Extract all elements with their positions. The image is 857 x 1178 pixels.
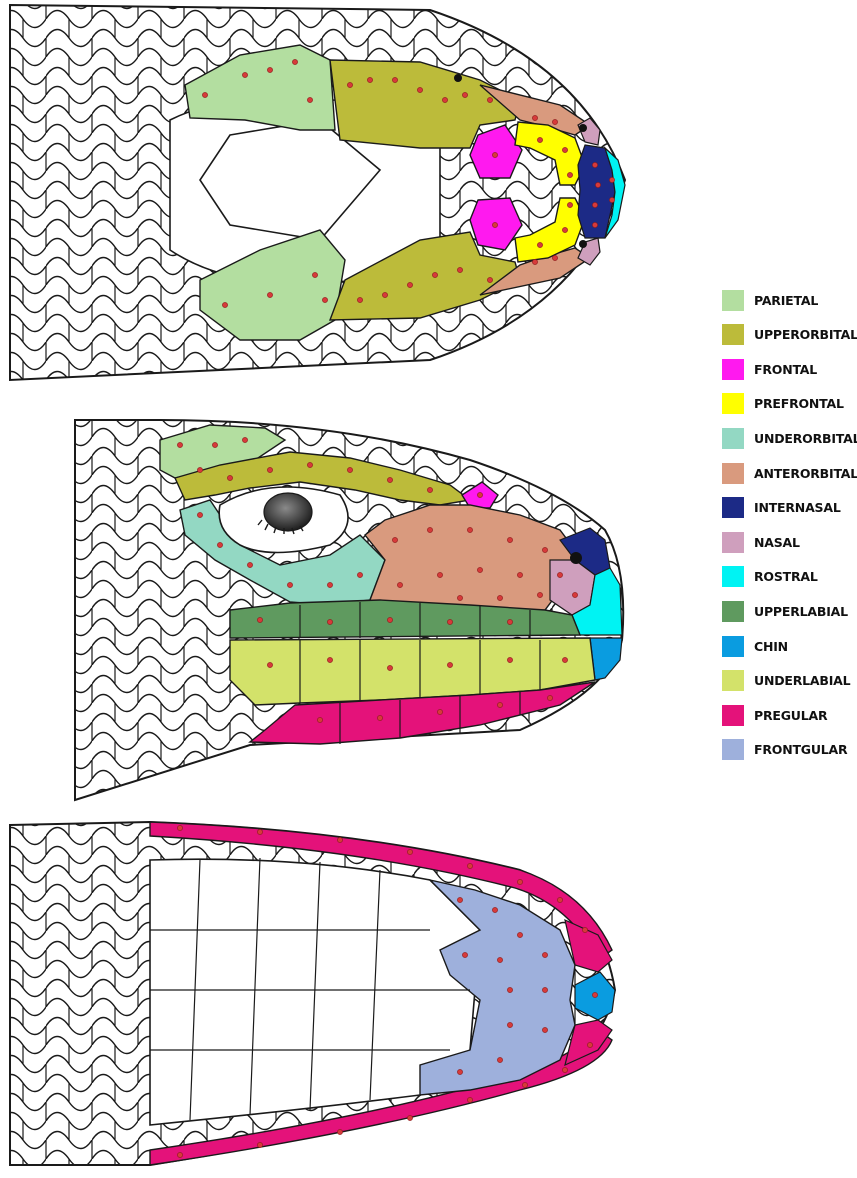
legend-item-underorbital: UNDERORBITAL [722, 425, 857, 451]
legend-label-underlabial: UNDERLABIAL [754, 673, 850, 688]
legend-item-frontal: FRONTAL [722, 356, 817, 382]
legend-label-frontal: FRONTAL [754, 362, 817, 377]
legend-item-pregular: PREGULAR [722, 702, 827, 728]
lateral-view-panel [75, 420, 623, 800]
legend-swatch-nasal [722, 532, 744, 553]
dorsal-nostril-lower [579, 240, 587, 248]
legend-swatch-rostral [722, 566, 744, 587]
legend-swatch-upperlabial [722, 601, 744, 622]
legend-swatch-frontgular [722, 739, 744, 760]
legend-swatch-chin [722, 636, 744, 657]
legend-label-upperlabial: UPPERLABIAL [754, 604, 848, 619]
legend-swatch-internasal [722, 497, 744, 518]
legend-item-underlabial: UNDERLABIAL [722, 668, 850, 694]
dorsal-view-panel [10, 5, 625, 380]
legend-label-prefrontal: PREFRONTAL [754, 396, 844, 411]
legend-swatch-pregular [722, 705, 744, 726]
legend-label-rostral: ROSTRAL [754, 569, 818, 584]
legend-item-rostral: ROSTRAL [722, 564, 818, 590]
legend-label-nasal: NASAL [754, 535, 800, 550]
legend-item-upperorbital: UPPERORBITAL [722, 322, 857, 348]
legend-item-internasal: INTERNASAL [722, 495, 841, 521]
legend-item-parietal: PARIETAL [722, 287, 818, 313]
legend-label-anteorbital: ANTERORBITAL [754, 466, 857, 481]
legend-swatch-frontal [722, 359, 744, 380]
legend-swatch-underlabial [722, 670, 744, 691]
legend-label-upperorbital: UPPERORBITAL [754, 327, 857, 342]
legend-swatch-underorbital [722, 428, 744, 449]
dorsal-eye-marker [454, 74, 462, 82]
legend-item-prefrontal: PREFRONTAL [722, 391, 844, 417]
legend-item-nasal: NASAL [722, 529, 800, 555]
lateral-nostril [570, 552, 582, 564]
legend-label-underorbital: UNDERORBITAL [754, 431, 857, 446]
dorsal-nostril-upper [579, 124, 587, 132]
legend-label-parietal: PARIETAL [754, 293, 818, 308]
legend-item-upperlabial: UPPERLABIAL [722, 598, 848, 624]
lateral-eye [264, 493, 312, 531]
legend-label-chin: CHIN [754, 639, 788, 654]
legend-swatch-prefrontal [722, 393, 744, 414]
legend-swatch-upperorbital [722, 324, 744, 345]
legend-label-frontgular: FRONTGULAR [754, 742, 847, 757]
legend-item-frontgular: FRONTGULAR [722, 737, 847, 763]
legend-label-internasal: INTERNASAL [754, 500, 841, 515]
ventral-view-panel [10, 822, 615, 1165]
legend-swatch-anteorbital [722, 463, 744, 484]
legend-swatch-parietal [722, 290, 744, 311]
legend-label-pregular: PREGULAR [754, 708, 827, 723]
legend-item-chin: CHIN [722, 633, 788, 659]
legend-item-anteorbital: ANTERORBITAL [722, 460, 857, 486]
